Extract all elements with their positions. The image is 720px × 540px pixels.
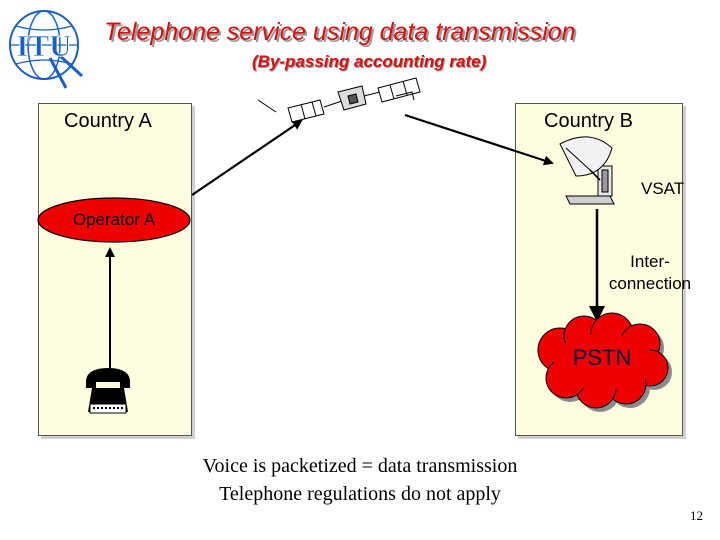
satellite-icon [257, 77, 421, 123]
country-a-label: Country A [64, 110, 152, 132]
interconnection-label: Inter- connection [598, 251, 702, 295]
operator-a-label: Operator A [72, 210, 156, 229]
slide-title: Telephone service using data transmissio… [104, 18, 576, 46]
interconnection-line-1: Inter- [630, 252, 670, 271]
itu-logo-icon: ITU [9, 10, 84, 89]
slide-subtitle: (By-passing accounting rate) [252, 52, 487, 71]
page-number: 12 [690, 508, 703, 523]
downlink-arrow [404, 113, 554, 166]
interconnection-line-2: connection [608, 274, 692, 293]
country-b-label: Country B [544, 110, 633, 132]
uplink-arrow [191, 119, 303, 196]
caption-line-1: Voice is packetized = data transmission [202, 455, 518, 477]
logo-text: ITU [16, 28, 71, 63]
pstn-cloud [537, 312, 672, 412]
caption-line-2: Telephone regulations do not apply [219, 483, 501, 505]
operator-a-node [37, 197, 191, 243]
vsat-label: VSAT [641, 179, 685, 198]
vsat-dish-icon [559, 136, 615, 205]
pstn-label: PSTN [572, 345, 632, 370]
telephone-icon [86, 368, 130, 414]
caption: Voice is packetized = data transmission … [150, 452, 570, 508]
